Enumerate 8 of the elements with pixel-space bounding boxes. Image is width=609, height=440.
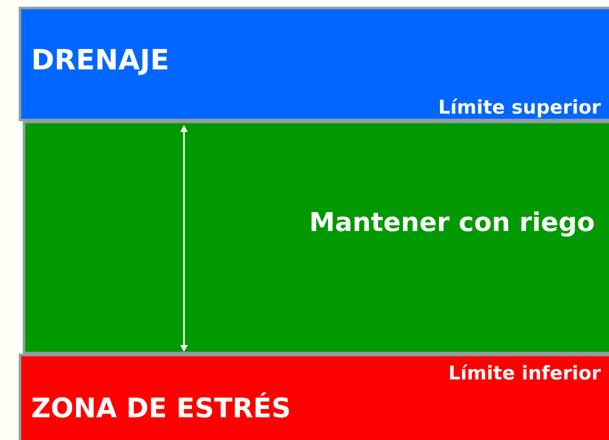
band-label: Límite superior: [440, 98, 601, 118]
band-label: Límite inferior: [450, 364, 601, 380]
band-label: DRENAJE: [34, 49, 168, 75]
band: [22, 120, 609, 354]
band: [18, 354, 609, 440]
band-label: Mantener con riego: [312, 211, 594, 237]
band-label: ZONA DE ESTRÉS: [32, 392, 289, 418]
band: [18, 6, 609, 122]
